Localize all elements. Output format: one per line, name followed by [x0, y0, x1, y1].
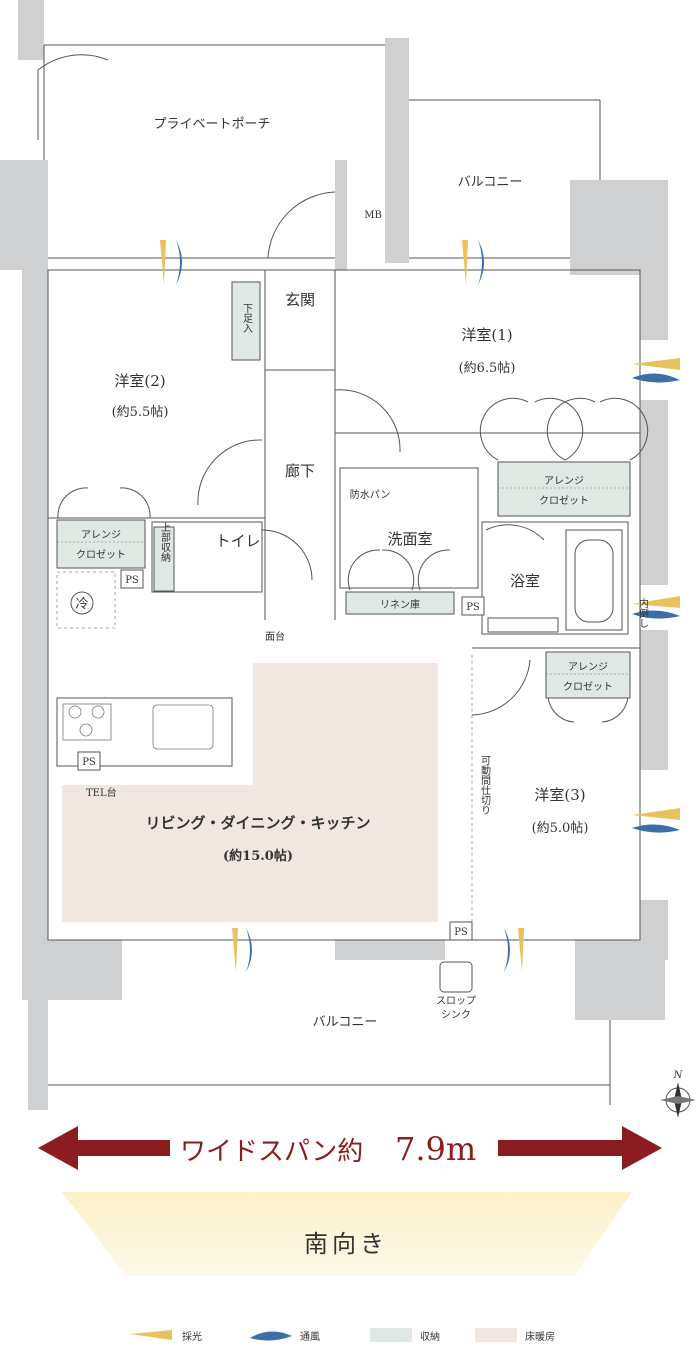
label-upper-storage: 上部収納	[159, 522, 171, 563]
label-ps1: PS	[125, 575, 139, 586]
label-washstand: 面台	[265, 630, 285, 643]
label-genkan: 玄関	[285, 291, 315, 309]
south-fan	[62, 1192, 632, 1276]
legend-storage: 収納	[420, 1330, 440, 1343]
legend-light: 採光	[182, 1330, 202, 1343]
wide-span-banner: ワイドスパン約 7.9m	[38, 1126, 662, 1170]
fridge-mark	[70, 591, 94, 615]
label-western3-name: 洋室(3)	[534, 786, 585, 804]
orientation-label: 南向き	[304, 1230, 388, 1258]
label-ps4: PS	[454, 927, 468, 938]
label-private-porch: プライベートポーチ	[153, 117, 270, 132]
label-tel: TEL台	[86, 786, 117, 799]
label-ldk-size: (約15.0帖)	[223, 848, 293, 864]
banner-value: 7.9m	[395, 1130, 476, 1168]
label-closet1-a: アレンジ	[544, 476, 584, 487]
label-fridge: 冷	[75, 597, 88, 612]
legend-storage-swatch	[370, 1328, 412, 1342]
label-ps3: PS	[82, 757, 96, 768]
structure-lines	[37, 44, 649, 1105]
label-balcony-south: バルコニー	[313, 1015, 378, 1030]
floor-heating-area	[62, 663, 438, 922]
label-washroom: 洗面室	[387, 530, 432, 548]
light-wind-marks	[160, 240, 680, 972]
compass-north: N	[673, 1070, 684, 1081]
label-toilet: トイレ	[215, 532, 260, 550]
label-western3-size: (約5.0帖)	[532, 821, 589, 836]
label-slop-sink-a: スロップ	[436, 995, 476, 1007]
label-closet3-b: クロゼット	[563, 681, 613, 693]
label-shoe-storage: 下足入	[241, 303, 253, 333]
legend-wind: 通風	[300, 1331, 320, 1343]
label-movable-partition: 可動間仕切り	[479, 755, 491, 815]
label-closet3-a: アレンジ	[568, 662, 608, 673]
label-slop-sink-b: シンク	[441, 1009, 471, 1021]
walls	[0, 0, 668, 1110]
label-bathroom: 浴室	[510, 572, 540, 590]
label-balcony-north: バルコニー	[458, 175, 523, 190]
legend-wind-swatch	[250, 1331, 292, 1341]
banner-text: ワイドスパン約	[180, 1137, 363, 1167]
label-uchi-daoshi: 内倒し	[637, 597, 649, 628]
legend-light-swatch	[130, 1330, 172, 1340]
storage-areas	[56, 281, 631, 699]
label-western1-size: (約6.5帖)	[459, 361, 516, 376]
label-ps2: PS	[466, 602, 480, 613]
label-western2-size: (約5.5帖)	[112, 405, 169, 420]
label-mb: MB	[364, 210, 382, 221]
label-closet1-b: クロゼット	[539, 495, 589, 507]
label-closet2-b: クロゼット	[76, 549, 126, 561]
label-closet2-a: アレンジ	[81, 530, 121, 541]
label-western1-name: 洋室(1)	[461, 326, 512, 344]
legend: 採光 通風 収納 床暖房	[130, 1328, 555, 1343]
label-linen: リネン庫	[380, 598, 420, 611]
legend-floor-heating: 床暖房	[525, 1330, 555, 1343]
label-corridor: 廊下	[285, 462, 315, 480]
room-labels: プライベートポーチ バルコニー MB 玄関 下足入 洋室(1) (約6.5帖) …	[70, 117, 649, 1030]
label-waterproof-pan: 防水パン	[350, 488, 391, 501]
compass: N	[660, 1070, 696, 1118]
label-western2-name: 洋室(2)	[114, 372, 165, 390]
legend-floor-heating-swatch	[475, 1328, 517, 1342]
label-ldk-name: リビング・ダイニング・キッチン	[145, 814, 370, 832]
